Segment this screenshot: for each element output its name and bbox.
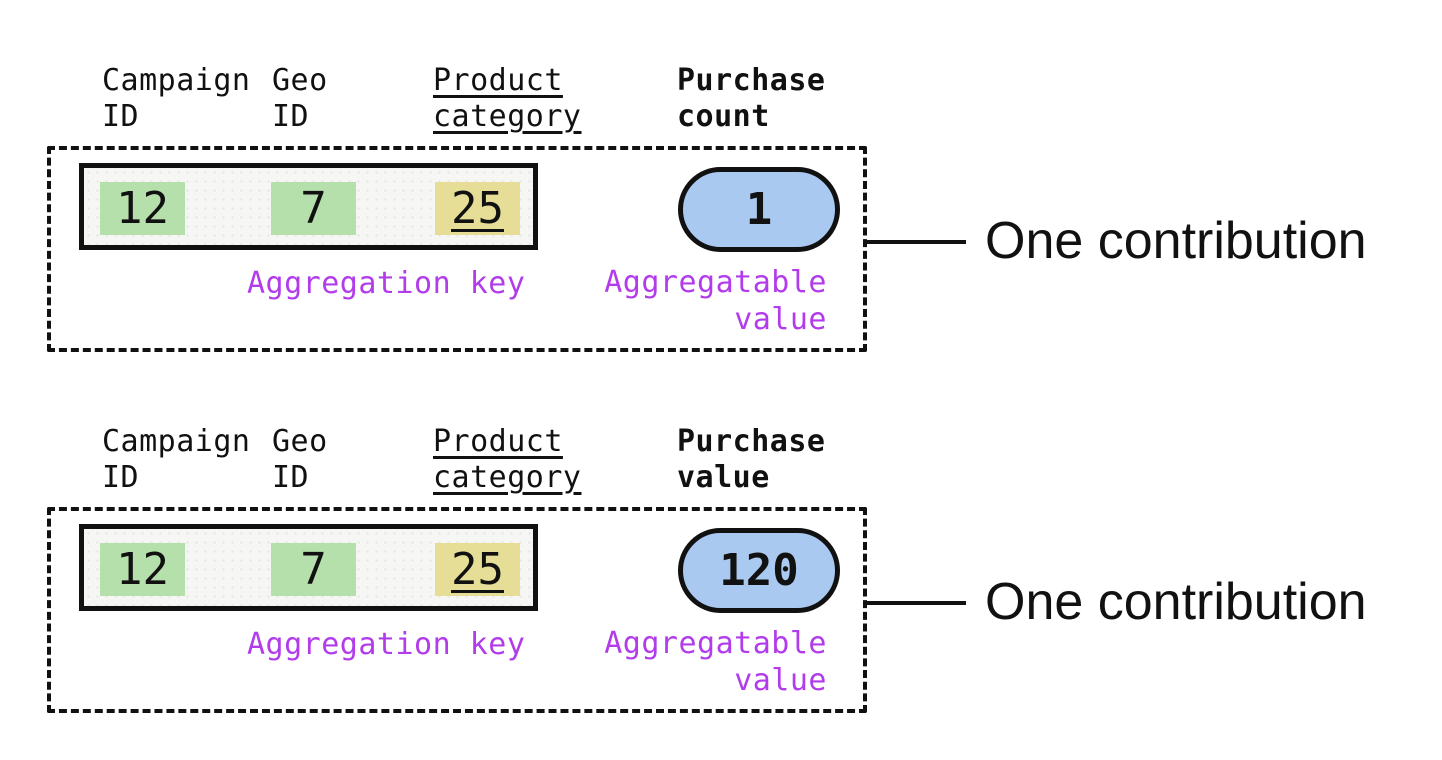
aggregatable-value-pill: 1 xyxy=(678,167,840,252)
contribution-diagram-purchase-value: Campaign ID Geo ID Product category Purc… xyxy=(0,361,1442,722)
column-header-campaign-id: Campaign ID xyxy=(102,424,251,495)
aggregatable-value-label: Aggregatable value xyxy=(604,265,827,337)
key-cell-value: 25 xyxy=(451,183,504,234)
key-cell-campaign-id: 12 xyxy=(100,543,185,596)
one-contribution-label: One contribution xyxy=(985,573,1367,631)
aggregatable-value-pill: 120 xyxy=(678,528,840,613)
contribution-boundary xyxy=(47,146,867,352)
contribution-diagram-purchase-count: Campaign ID Geo ID Product category Purc… xyxy=(0,0,1442,361)
key-cell-product-category: 25 xyxy=(435,543,520,596)
callout-connector-line xyxy=(866,240,966,244)
pill-value: 120 xyxy=(719,545,799,596)
column-header-geo-id: Geo ID xyxy=(272,63,328,134)
aggregation-key-label: Aggregation key xyxy=(247,627,526,662)
column-header-purchase-value: Purchase value xyxy=(677,424,826,495)
key-cell-geo-id: 7 xyxy=(271,182,356,235)
one-contribution-label: One contribution xyxy=(985,212,1367,270)
aggregatable-value-label: Aggregatable value xyxy=(604,626,827,698)
callout-connector-line xyxy=(866,601,966,605)
column-header-campaign-id: Campaign ID xyxy=(102,63,251,134)
key-cell-value: 12 xyxy=(116,183,169,234)
key-cell-geo-id: 7 xyxy=(271,543,356,596)
key-cell-campaign-id: 12 xyxy=(100,182,185,235)
key-cell-value: 7 xyxy=(300,183,327,234)
contribution-boundary xyxy=(47,507,867,713)
column-header-product-category: Product category xyxy=(433,424,582,495)
column-header-purchase-count: Purchase count xyxy=(677,63,826,134)
key-cell-value: 12 xyxy=(116,544,169,595)
aggregation-key-label: Aggregation key xyxy=(247,266,526,301)
key-cell-product-category: 25 xyxy=(435,182,520,235)
record-row xyxy=(79,163,538,250)
pill-value: 1 xyxy=(745,184,773,235)
column-header-geo-id: Geo ID xyxy=(272,424,328,495)
key-cell-value: 7 xyxy=(300,544,327,595)
column-header-product-category: Product category xyxy=(433,63,582,134)
key-cell-value: 25 xyxy=(451,544,504,595)
